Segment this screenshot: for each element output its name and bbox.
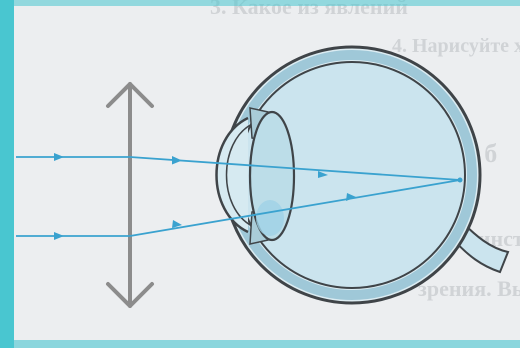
- bg-text-line-5: зрения. Вы: [418, 276, 520, 301]
- focal-point: [458, 178, 463, 183]
- lens-highlight: [256, 200, 284, 236]
- frame-bottom: [0, 340, 520, 348]
- frame-top: [0, 0, 520, 6]
- frame-left: [0, 0, 14, 348]
- bg-text-line-2: 4. Нарисуйте ход лучей: [392, 35, 520, 57]
